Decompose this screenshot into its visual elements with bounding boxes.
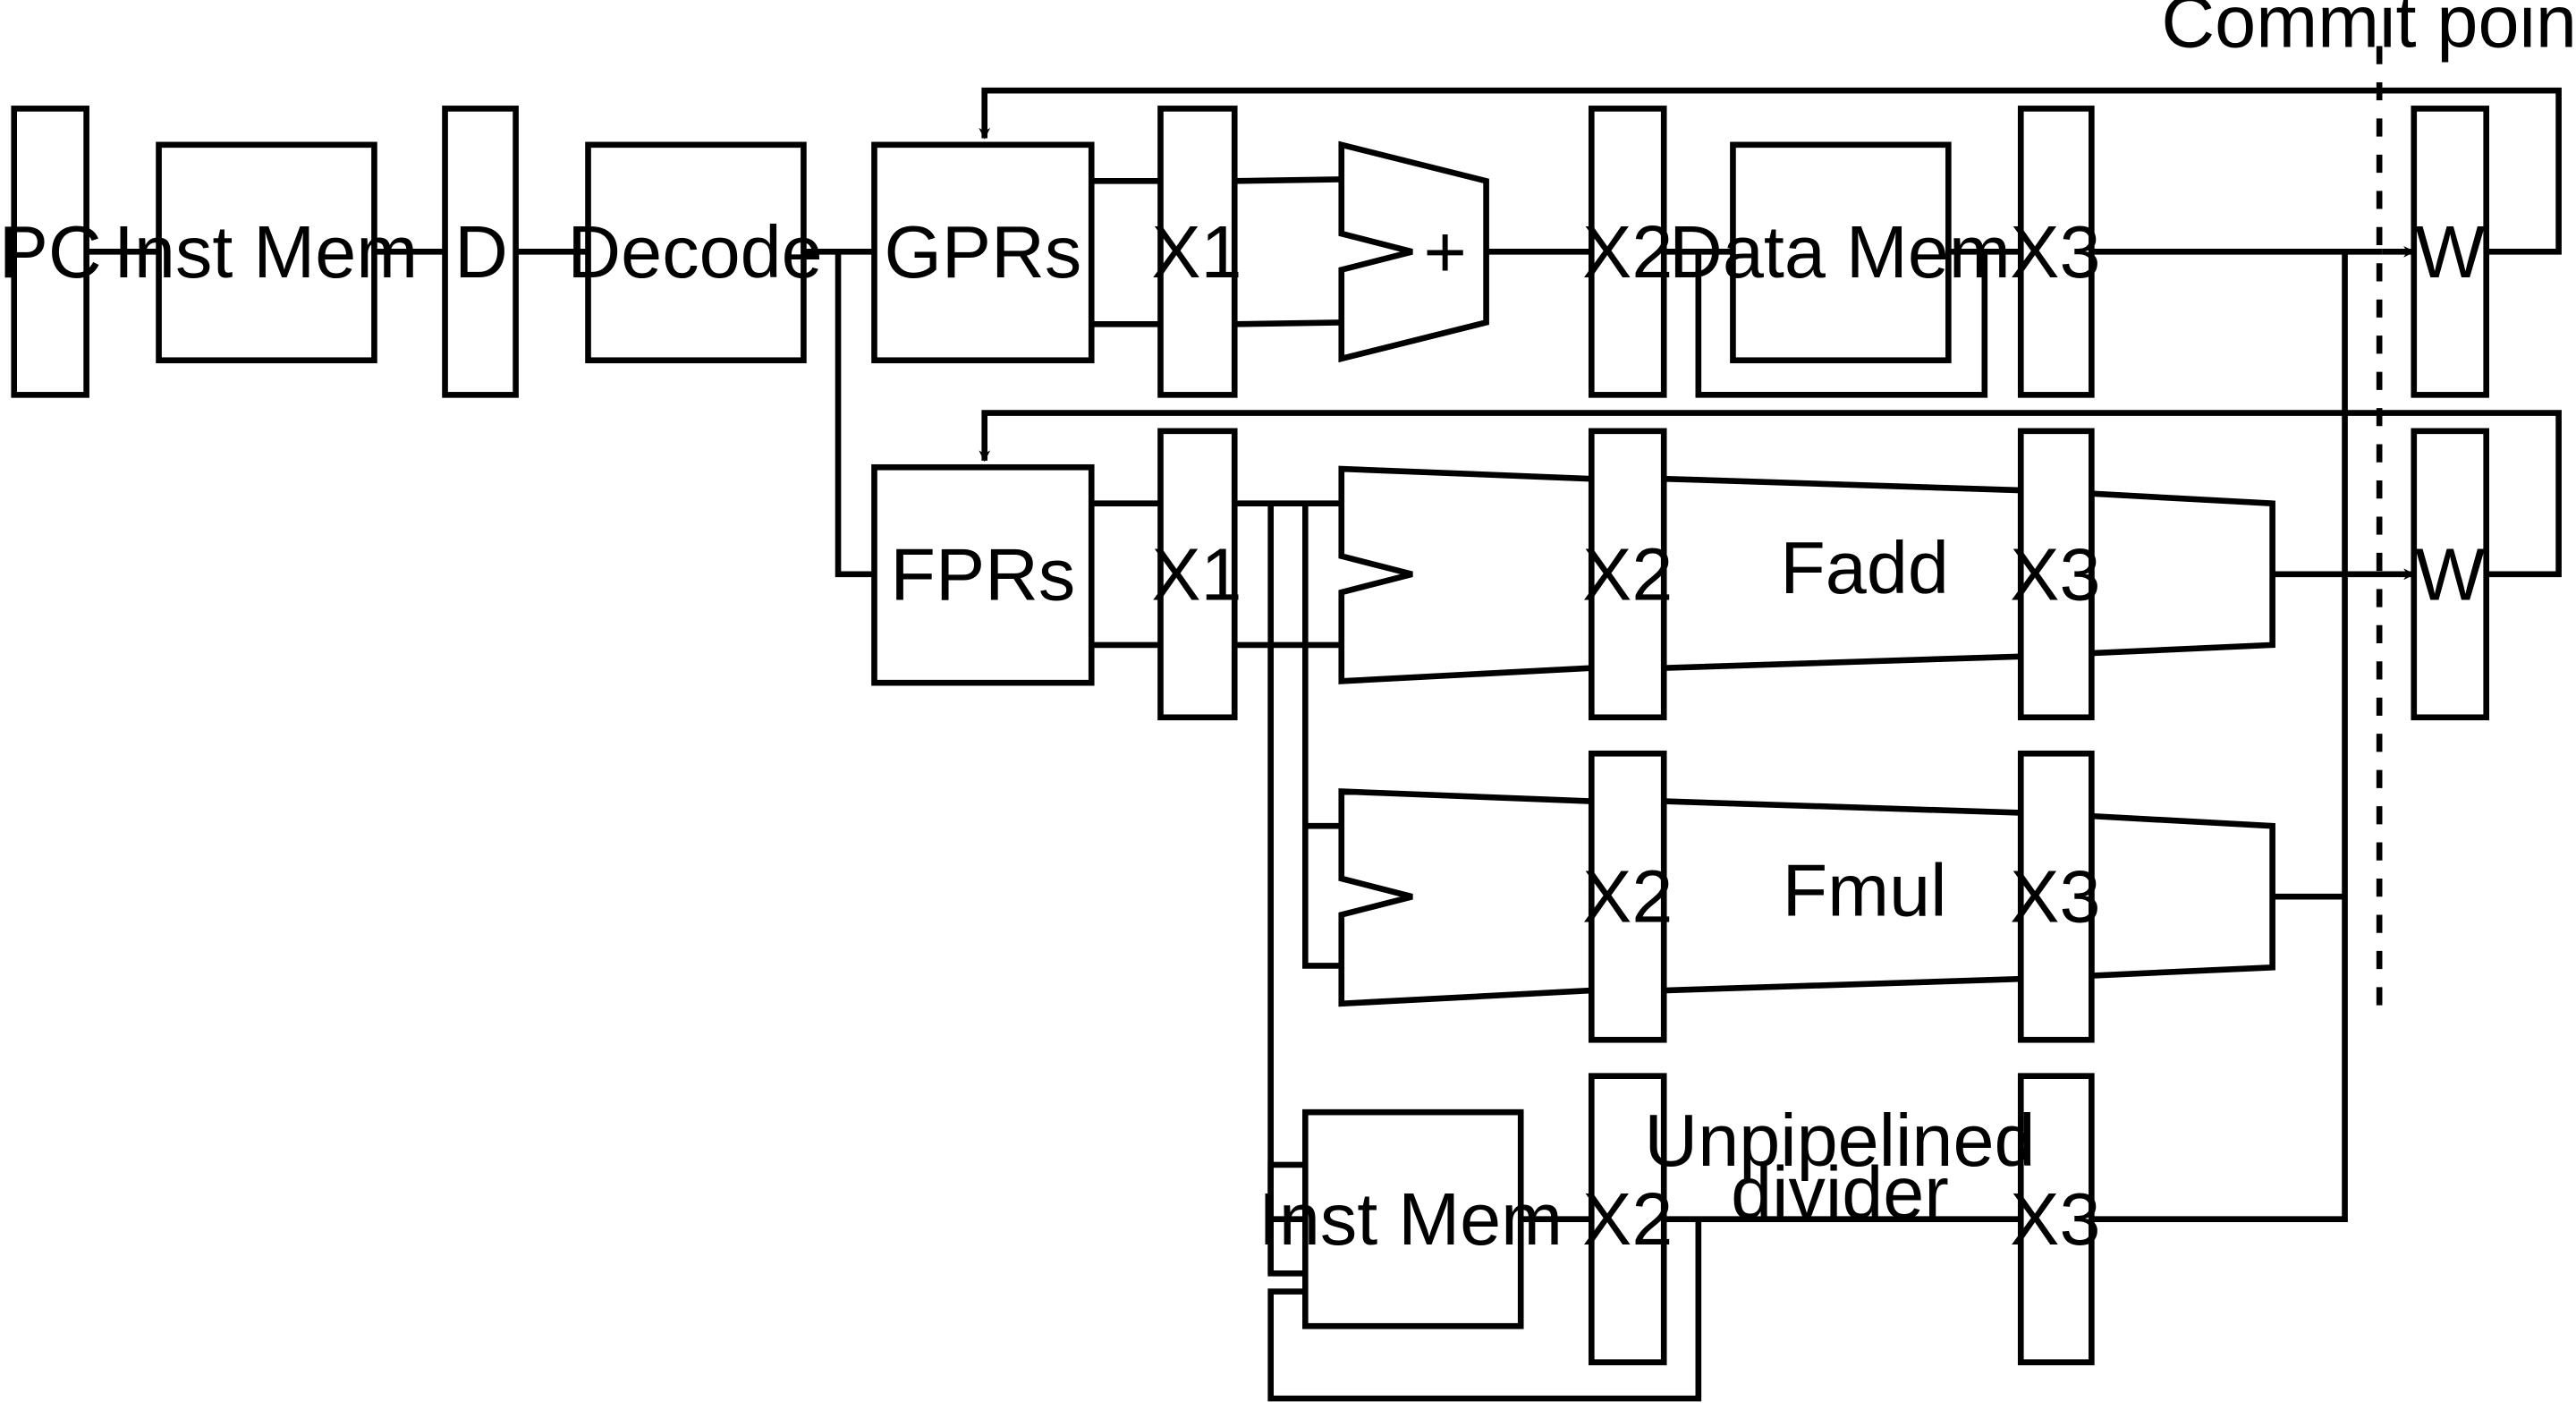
- w-register-fp: [2411, 428, 2490, 721]
- fadd-unit: [1338, 465, 2275, 684]
- divider-label-line2: divider: [1731, 1151, 1949, 1235]
- x3-register-int: [2017, 106, 2095, 398]
- x3-label-fmul: X3: [2010, 855, 2100, 939]
- x2-register-fadd: [1588, 428, 1667, 721]
- x2-register-div: [1588, 1073, 1667, 1365]
- inst-mem-box: [156, 141, 377, 364]
- labels: PC Inst Mem D Decode GPRs FPRs X1 X1 + X…: [0, 0, 2576, 1261]
- commit-point-label: Commit point: [2161, 0, 2576, 63]
- data-mem-box: [1730, 141, 1952, 364]
- w-register-int: [2411, 106, 2490, 398]
- div-unit-label: Inst Mem: [1258, 1177, 1563, 1261]
- x3-register-div: [2017, 1073, 2095, 1365]
- adder-alu: [1338, 140, 1489, 363]
- div-unit-box: [1301, 1108, 1524, 1329]
- wires: [86, 87, 2562, 1402]
- fmul-label: Fmul: [1783, 848, 1947, 931]
- fprs-box: [871, 463, 1095, 686]
- x1-label-fp: X1: [1151, 532, 1241, 616]
- decode-label: Decode: [567, 210, 822, 293]
- fadd-label: Fadd: [1780, 526, 1949, 609]
- w-label-fp: W: [2415, 532, 2485, 616]
- inst-mem-label: Inst Mem: [114, 210, 418, 293]
- x2-label-fmul: X2: [1582, 855, 1673, 939]
- gprs-label: GPRs: [885, 210, 1082, 293]
- adder-label: +: [1423, 210, 1466, 293]
- divider-label-line1: Unpipelined: [1644, 1099, 2035, 1182]
- x2-register-int: [1588, 106, 1667, 398]
- data-mem-label: Data Mem: [1669, 210, 2011, 293]
- x2-register-fmul: [1588, 750, 1667, 1043]
- boxes: [11, 106, 2490, 1365]
- x3-label-div: X3: [2010, 1177, 2100, 1261]
- x1-label-int: X1: [1151, 210, 1241, 293]
- x3-label-fadd: X3: [2010, 532, 2100, 616]
- x3-register-fadd: [2017, 428, 2095, 721]
- decode-box: [585, 141, 807, 364]
- fprs-label: FPRs: [890, 532, 1075, 616]
- x2-label-fadd: X2: [1582, 532, 1673, 616]
- d-register: [442, 106, 519, 398]
- x2-label-int: X2: [1582, 210, 1673, 293]
- pc-register: [11, 106, 89, 398]
- x2-label-div: X2: [1582, 1177, 1673, 1261]
- pc-label: PC: [0, 210, 102, 293]
- d-label: D: [454, 210, 508, 293]
- x3-register-fmul: [2017, 750, 2095, 1043]
- x3-label-int: X3: [2010, 210, 2100, 293]
- x1-register-fp: [1157, 428, 1238, 721]
- w-label-int: W: [2415, 210, 2485, 293]
- x1-register-int: [1157, 106, 1238, 398]
- gprs-box: [871, 141, 1095, 364]
